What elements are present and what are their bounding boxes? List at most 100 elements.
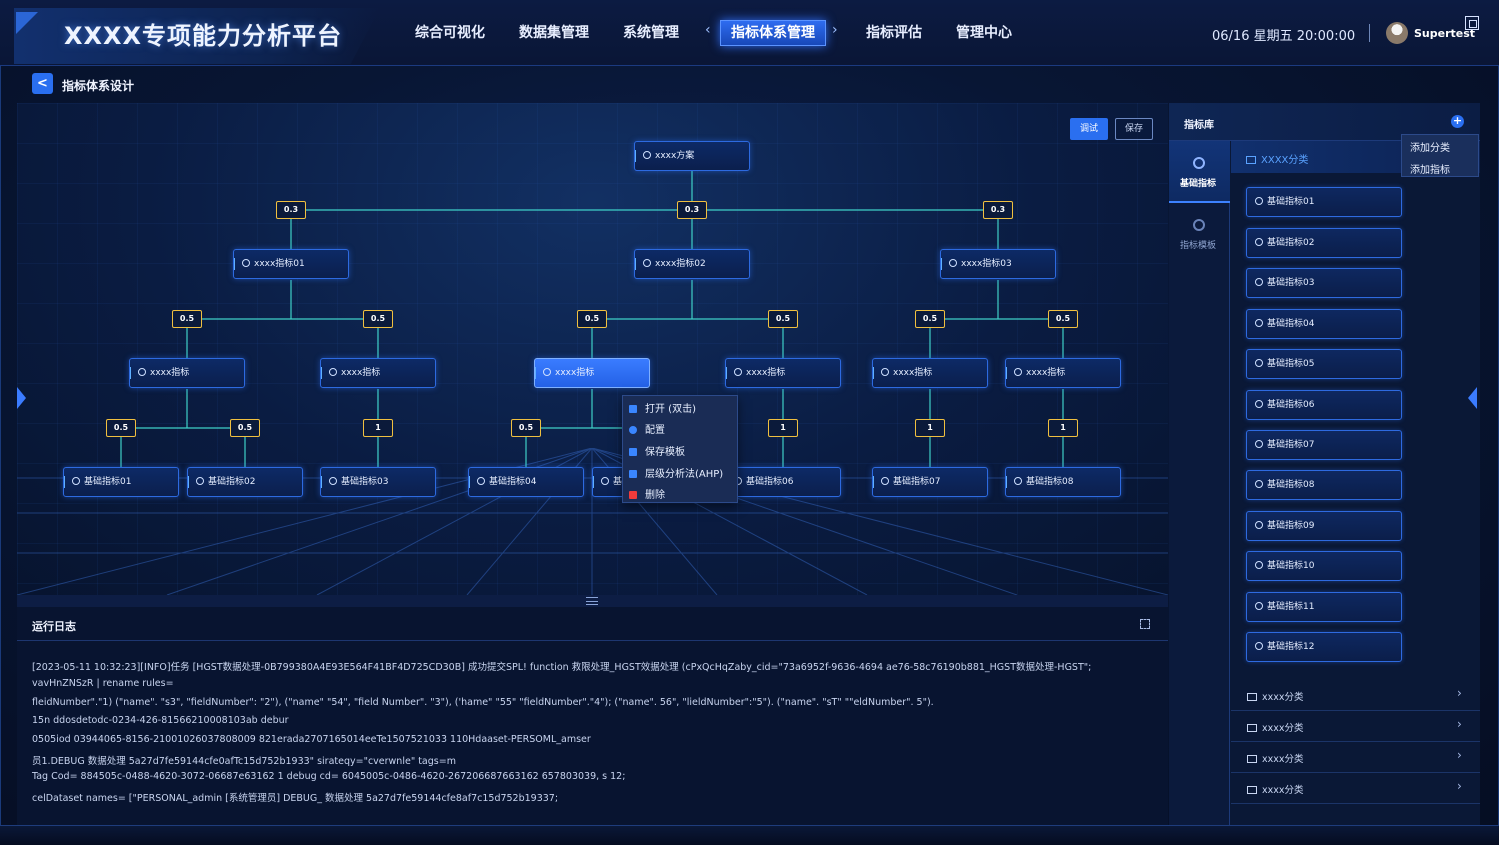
library-item[interactable]: 基础指标03 — [1246, 268, 1402, 298]
splitter-grip-icon[interactable] — [586, 597, 598, 605]
tree-node-l2-selected[interactable]: xxxx指标 — [534, 358, 650, 388]
log-line: celDataset names= ["PERSONAL_admin [系统管理… — [32, 793, 559, 804]
left-collapse-icon[interactable] — [17, 387, 26, 409]
indicator-icon — [477, 477, 485, 485]
log-line: 0505iod 03944065-8156-21001026037808009 … — [32, 734, 591, 745]
tree-node-l1[interactable]: xxxx指标03 — [940, 249, 1056, 279]
tree-node-l2[interactable]: xxxx指标 — [1005, 358, 1121, 388]
indicator-icon — [138, 368, 146, 376]
nav-item-dataset[interactable]: 数据集管理 — [519, 25, 589, 41]
tree-node-l2[interactable]: xxxx指标 — [320, 358, 436, 388]
nav-item-visualization[interactable]: 综合可视化 — [415, 25, 485, 41]
weight-label[interactable]: 0.5 — [915, 310, 945, 328]
weight-label[interactable]: 1 — [768, 419, 798, 437]
library-item[interactable]: 基础指标11 — [1246, 592, 1402, 622]
library-item[interactable]: 基础指标10 — [1246, 551, 1402, 581]
library-item[interactable]: 基础指标07 — [1246, 430, 1402, 460]
tree-node-l2[interactable]: xxxx指标 — [872, 358, 988, 388]
user-avatar[interactable] — [1386, 22, 1408, 44]
ctx-ahp[interactable]: 层级分析法(AHP) — [629, 465, 723, 480]
library-item-label: 基础指标11 — [1267, 602, 1315, 612]
ctx-save-template[interactable]: 保存模板 — [629, 443, 685, 458]
folded-category-name: xxxx分类 — [1262, 692, 1304, 703]
logo-plate — [14, 8, 380, 64]
weight-label[interactable]: 0.5 — [577, 310, 607, 328]
weight-label[interactable]: 0.5 — [172, 310, 202, 328]
nav-item-evaluation[interactable]: 指标评估 — [866, 25, 922, 41]
tree-node-l2[interactable]: xxxx指标 — [129, 358, 245, 388]
ctx-open[interactable]: 打开 (双击) — [629, 400, 696, 415]
folded-category[interactable]: xxxx分类› — [1231, 680, 1480, 711]
design-canvas[interactable] — [17, 103, 1168, 595]
expand-icon[interactable] — [1140, 619, 1150, 629]
save-button[interactable]: 保存 — [1115, 118, 1153, 140]
weight-label[interactable]: 0.5 — [106, 419, 136, 437]
node-context-menu: 打开 (双击) 配置 保存模板 层级分析法(AHP) 删除 — [622, 395, 738, 503]
category-icon — [1247, 693, 1257, 701]
tree-node-l1[interactable]: xxxx指标01 — [233, 249, 349, 279]
log-title: 运行日志 — [32, 620, 76, 633]
tree-node-l1[interactable]: xxxx指标02 — [634, 249, 750, 279]
weight-label[interactable]: 1 — [363, 419, 393, 437]
weight-label[interactable]: 0.5 — [1048, 310, 1078, 328]
tree-node-root[interactable]: xxxx方案 — [634, 141, 750, 171]
nav-item-system[interactable]: 系统管理 — [623, 25, 679, 41]
folded-category[interactable]: xxxx分类› — [1231, 742, 1480, 773]
nav-prev-icon[interactable]: ‹ — [705, 22, 711, 38]
weight-label[interactable]: 0.5 — [363, 310, 393, 328]
weight-label[interactable]: 1 — [915, 419, 945, 437]
add-indicator-option[interactable]: 添加指标 — [1410, 165, 1450, 176]
debug-button[interactable]: 调试 — [1070, 118, 1108, 140]
tree-node-leaf[interactable]: 基础指标08 — [1005, 467, 1121, 497]
category-label[interactable]: XXXX分类 — [1246, 151, 1308, 166]
right-collapse-icon[interactable] — [1468, 387, 1477, 409]
weight-label[interactable]: 0.5 — [511, 419, 541, 437]
tab-indicator-templates[interactable]: 指标模板 — [1180, 241, 1217, 251]
folded-category[interactable]: xxxx分类› — [1231, 773, 1480, 804]
weight-label[interactable]: 0.3 — [276, 201, 306, 219]
node-label: xxxx指标 — [893, 368, 933, 378]
library-item[interactable]: 基础指标09 — [1246, 511, 1402, 541]
gear-icon — [629, 426, 637, 434]
chevron-right-icon: › — [1457, 779, 1462, 793]
tree-node-leaf[interactable]: 基础指标04 — [468, 467, 584, 497]
add-category-option[interactable]: 添加分类 — [1410, 143, 1450, 154]
weight-label[interactable]: 1 — [1048, 419, 1078, 437]
chevron-right-icon: › — [1457, 717, 1462, 731]
nav-next-icon[interactable]: › — [832, 22, 838, 38]
tree-node-l2[interactable]: xxxx指标 — [725, 358, 841, 388]
log-line: Tag Cod= 884505c-0488-4620-3072-06687e63… — [32, 771, 626, 782]
tab-basic-indicators[interactable] — [1169, 141, 1230, 203]
tree-node-leaf[interactable]: 基础指标03 — [320, 467, 436, 497]
weight-label[interactable]: 0.3 — [983, 201, 1013, 219]
folded-category-name: xxxx分类 — [1262, 754, 1304, 765]
library-item[interactable]: 基础指标05 — [1246, 349, 1402, 379]
add-icon[interactable]: + — [1451, 114, 1464, 128]
ctx-delete[interactable]: 删除 — [629, 486, 665, 501]
tree-node-leaf[interactable]: 基础指标02 — [187, 467, 303, 497]
weight-label[interactable]: 0.5 — [768, 310, 798, 328]
tab-label: 基础指标 — [1180, 179, 1217, 189]
tree-node-leaf[interactable]: 基础指标06 — [725, 467, 841, 497]
weight-label[interactable]: 0.5 — [230, 419, 260, 437]
ctx-ahp-label: 层级分析法(AHP) — [645, 469, 724, 480]
fullscreen-icon[interactable] — [1465, 16, 1479, 30]
nav-item-admin-center[interactable]: 管理中心 — [956, 25, 1012, 41]
nav-item-indicator-system[interactable]: 指标体系管理 — [720, 20, 826, 46]
library-item[interactable]: 基础指标06 — [1246, 390, 1402, 420]
library-item[interactable]: 基础指标02 — [1246, 228, 1402, 258]
library-item[interactable]: 基础指标08 — [1246, 470, 1402, 500]
library-item[interactable]: 基础指标01 — [1246, 187, 1402, 217]
username[interactable]: Supertest — [1414, 27, 1476, 40]
back-button[interactable]: < — [32, 73, 53, 94]
library-item[interactable]: 基础指标12 — [1246, 632, 1402, 662]
tree-node-leaf[interactable]: 基础指标01 — [63, 467, 179, 497]
weight-label[interactable]: 0.3 — [677, 201, 707, 219]
indicator-icon — [196, 477, 204, 485]
ctx-config[interactable]: 配置 — [629, 421, 665, 436]
template-gear-icon[interactable] — [1193, 219, 1205, 231]
library-item[interactable]: 基础指标04 — [1246, 309, 1402, 339]
folded-category-label: xxxx分类 — [1247, 720, 1304, 734]
folded-category[interactable]: xxxx分类 › — [1231, 711, 1480, 742]
tree-node-leaf[interactable]: 基础指标07 — [872, 467, 988, 497]
